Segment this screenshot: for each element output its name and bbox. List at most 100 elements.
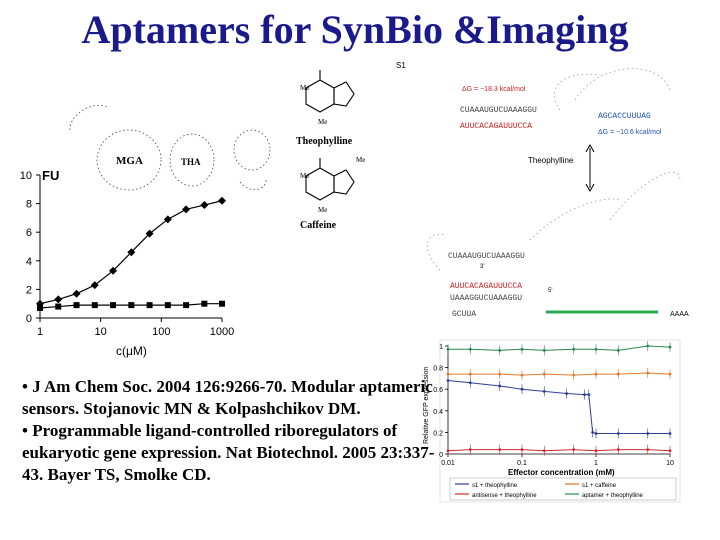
gfp-point: [542, 348, 546, 352]
gfp-x-tick-label: 0.1: [517, 460, 527, 467]
gfp-point: [594, 372, 598, 376]
fu-point-square: [164, 302, 171, 309]
gfp-panel: [439, 339, 681, 503]
gfp-y-tick-label: 0.8: [433, 366, 443, 373]
aptamer-structure: MGA THA: [69, 104, 271, 191]
molecule-drawings: [305, 70, 355, 201]
s1-label: S1: [396, 61, 406, 70]
gfp-point: [646, 371, 650, 375]
gfp-point: [468, 448, 472, 452]
gfp-y-tick-label: 0: [439, 452, 443, 459]
gfp-series-line-4: [448, 345, 671, 351]
caffeine-methyl-2: Me: [300, 172, 309, 180]
theophylline-methyl-2: Me: [318, 118, 327, 126]
gfp-point: [572, 448, 576, 452]
fu-point-square: [183, 302, 190, 309]
tha-label: THA: [181, 157, 201, 167]
gfp-point: [594, 347, 598, 351]
gfp-point: [542, 449, 546, 453]
gfp-point: [668, 345, 672, 349]
fu-y-tick-label: 4: [26, 256, 32, 268]
gfp-legend-box: [449, 477, 677, 501]
chart-gfp: Relative GFP expression Effector concent…: [423, 339, 681, 503]
seq-bottom-2: UAAAGGUCUAAAGGU: [450, 294, 522, 303]
mga-label: MGA: [116, 155, 143, 167]
gfp-point: [583, 393, 586, 396]
gfp-point: [498, 384, 502, 388]
gfp-point: [520, 347, 524, 351]
theophylline-methyl-1: Me: [300, 84, 309, 92]
fu-point-diamond: [109, 266, 118, 275]
fu-x-tick-label: 100: [152, 326, 170, 338]
riboswitch-diagram: S1 ΔG = −18.3 kcal/mol CUAAAUGUCUAAAGGU …: [396, 61, 689, 319]
gfp-x-tick-label: 0.01: [441, 460, 455, 467]
gfp-point: [594, 449, 598, 453]
gfp-point: [446, 449, 450, 453]
fu-point-diamond: [200, 201, 209, 210]
fu-x-tick-label: 10: [95, 326, 107, 338]
poly-a-tail: AAAA: [670, 311, 689, 318]
gfp-legend-label: s1 + theophylline: [472, 483, 518, 489]
gfp-series-line-2: [448, 372, 671, 376]
caffeine-methyl-3: Me: [318, 206, 327, 214]
seq-bottom: AUUCACAGAUUUCCA: [450, 282, 522, 291]
fu-y-tick-label: 8: [26, 199, 32, 211]
fu-y-tick-label: 10: [20, 170, 32, 182]
fu-x-tick-label: 1000: [210, 326, 234, 338]
gfp-point: [498, 448, 502, 452]
gfp-point: [668, 449, 672, 453]
reference-1: • J Am Chem Soc. 2004 126:9266-70. Modul…: [22, 377, 433, 418]
gfp-y-tick-label: 0.4: [433, 409, 443, 416]
fu-point-diamond: [72, 289, 81, 298]
dg-bottom: ΔG = −10.6 kcal/mol: [598, 129, 662, 136]
fu-point-diamond: [90, 281, 99, 290]
gfp-point: [565, 392, 568, 395]
fu-point-diamond: [54, 295, 63, 304]
gfp-point: [591, 431, 595, 434]
gfp-point: [668, 372, 672, 376]
gfp-point: [616, 448, 620, 452]
gfp-y-tick-label: 0.6: [433, 387, 443, 394]
dg-top: ΔG = −18.3 kcal/mol: [462, 86, 526, 93]
gfp-point: [594, 432, 598, 435]
three-prime-label: 3': [480, 264, 484, 270]
gfp-point: [542, 372, 546, 376]
gfp-point: [668, 432, 672, 435]
gfp-x-tick-label: 10: [666, 460, 674, 467]
fu-x-label: c(μM): [116, 344, 147, 358]
fu-point-square: [91, 302, 98, 309]
gfp-point: [520, 387, 524, 391]
theophylline-label: Theophylline: [296, 136, 353, 147]
gfp-point: [446, 347, 450, 351]
gfp-point: [520, 448, 524, 452]
gfp-legend-label: aptamer + theophylline: [582, 493, 644, 499]
gfp-y-tick-label: 0.2: [433, 430, 443, 437]
caffeine-label: Caffeine: [300, 220, 337, 231]
gfp-point: [520, 373, 524, 377]
gfp-point: [646, 344, 650, 348]
fu-point-square: [73, 302, 80, 309]
gfp-x-tick-label: 1: [594, 460, 598, 467]
gfp-point: [646, 432, 650, 435]
fu-y-tick-label: 2: [26, 284, 32, 296]
gfp-point: [498, 348, 502, 352]
gfp-y-tick-label: 1: [439, 344, 443, 351]
fu-point-square: [146, 302, 153, 309]
gfp-x-label: Effector concentration (mM): [508, 468, 615, 477]
fu-point-diamond: [182, 205, 191, 214]
fu-point-square: [128, 302, 135, 309]
gfp-legend-label: s1 + caffeine: [582, 483, 617, 489]
fu-x-tick-label: 1: [37, 326, 43, 338]
gfp-point: [587, 393, 591, 396]
fu-y-label: FU: [42, 168, 59, 183]
seq-top-blue: AGCACCUUUAG: [598, 112, 651, 121]
seq-track-left: GCUUA: [452, 310, 476, 319]
reference-list: • J Am Chem Soc. 2004 126:9266-70. Modul…: [22, 376, 452, 486]
fu-point-square: [110, 302, 117, 309]
gfp-point: [468, 381, 472, 385]
seq-top: CUAAAUGUCUAAAGGU: [460, 106, 537, 115]
gfp-point: [616, 432, 620, 435]
gfp-point: [646, 448, 650, 452]
